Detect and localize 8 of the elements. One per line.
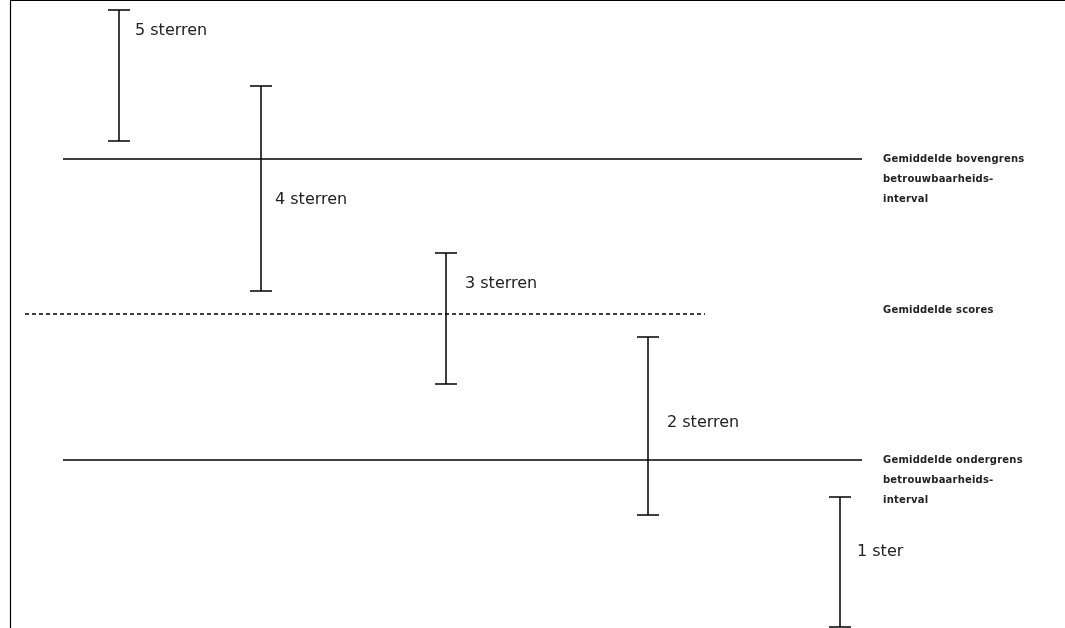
bar-label: 3 sterren <box>465 273 538 292</box>
line-label: Gemiddelde scores <box>883 303 995 317</box>
bar-label: 2 sterren <box>667 412 740 431</box>
line-label: Gemiddelde bovengrens betrouwbaarheids-interval <box>883 152 1026 206</box>
bar-label: 1 ster <box>857 541 904 560</box>
bar-label: 4 sterren <box>275 189 348 208</box>
line-label: Gemiddelde ondergrens betrouwbaarheids-interval <box>883 453 1024 507</box>
bar-label: 5 sterren <box>135 20 208 39</box>
